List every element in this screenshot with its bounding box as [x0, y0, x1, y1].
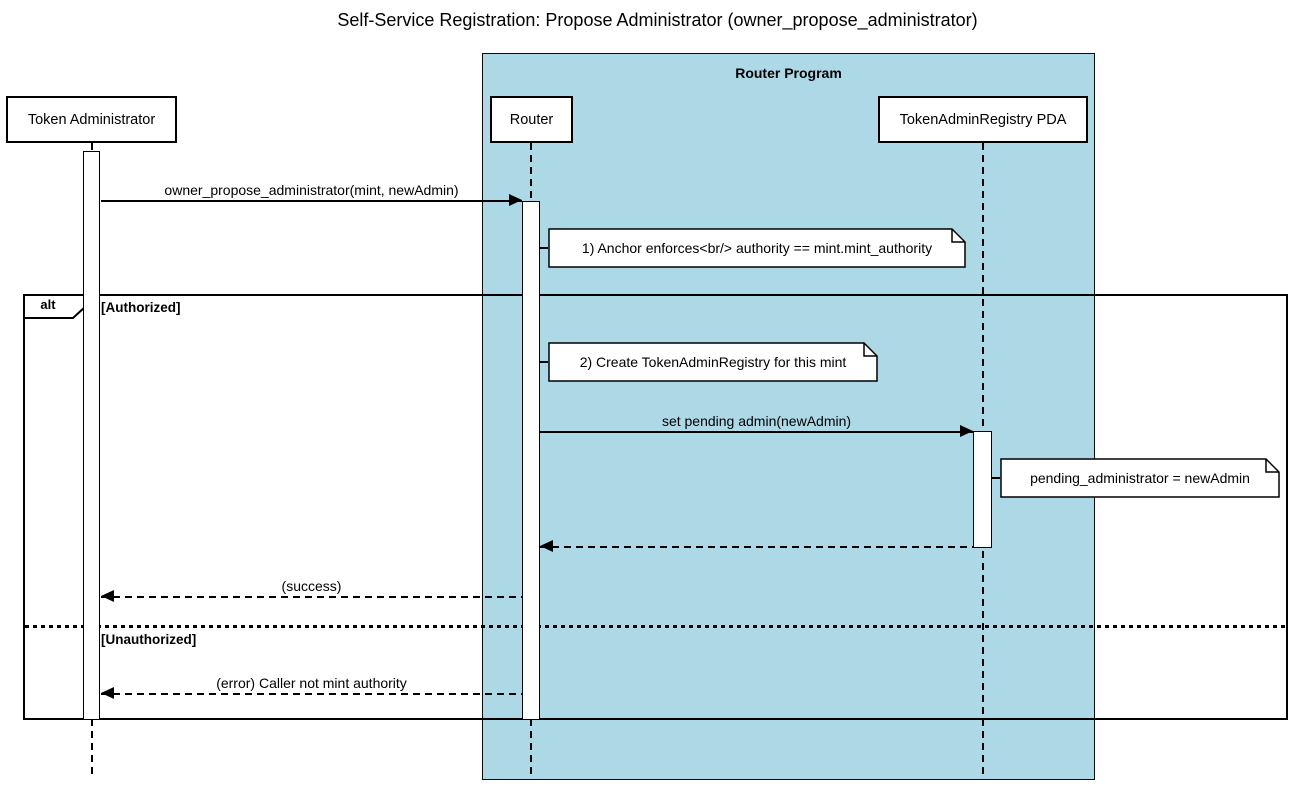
message-success-line: [101, 596, 522, 598]
message-error-label: (error) Caller not mint authority: [216, 675, 407, 691]
activation-router: [522, 201, 540, 720]
alt-operator-box: [23, 294, 89, 325]
diagram-title: Self-Service Registration: Propose Admin…: [337, 10, 978, 30]
arrowhead-icon: [960, 425, 973, 437]
alt-branch-authorized-label: [Authorized]: [101, 300, 181, 315]
note-create-registry-text: 2) Create TokenAdminRegistry for this mi…: [579, 354, 847, 370]
message-set-pending-admin-label: set pending admin(newAdmin): [661, 413, 852, 429]
alt-divider: [25, 625, 1286, 628]
note-anchor-enforces: 1) Anchor enforces<br/> authority == min…: [548, 228, 966, 268]
group-router-program: Router Program: [482, 53, 1095, 780]
participant-token-administrator: Token Administrator: [6, 96, 177, 143]
message-success-label: (success): [281, 578, 342, 594]
activation-token-administrator: [83, 151, 100, 720]
activation-registry-pda: [973, 431, 992, 548]
participant-registry-pda-label: TokenAdminRegistry PDA: [899, 111, 1067, 128]
participant-router: Router: [490, 96, 573, 143]
arrowhead-icon: [101, 590, 114, 602]
participant-router-label: Router: [509, 111, 554, 128]
note-create-registry: 2) Create TokenAdminRegistry for this mi…: [548, 342, 878, 382]
note-anchor-enforces-text: 1) Anchor enforces<br/> authority == min…: [581, 240, 933, 256]
group-router-program-label: Router Program: [735, 65, 842, 81]
note-pending-administrator-text: pending_administrator = newAdmin: [1030, 470, 1250, 486]
message-error-line: [101, 693, 522, 695]
participant-registry-pda: TokenAdminRegistry PDA: [878, 96, 1088, 143]
arrowhead-icon: [509, 194, 522, 206]
arrowhead-icon: [540, 540, 553, 552]
note-3-connector: [992, 477, 1000, 479]
note-shape: [548, 342, 878, 382]
alt-branch-unauthorized-label: [Unauthorized]: [101, 632, 197, 647]
alt-frame: alt [Authorized] [Unauthorized]: [23, 294, 1288, 720]
note-shape: [548, 228, 966, 268]
message-set-pending-admin-line: [540, 431, 973, 433]
participant-token-administrator-label: Token Administrator: [27, 111, 156, 128]
note-2-connector: [540, 361, 548, 363]
note-shape: [1000, 458, 1280, 498]
alt-operator-label: alt: [40, 297, 56, 312]
arrowhead-icon: [101, 687, 114, 699]
note-pending-administrator: pending_administrator = newAdmin: [1000, 458, 1280, 498]
message-owner-propose-label: owner_propose_administrator(mint, newAdm…: [164, 182, 459, 198]
note-1-connector: [540, 247, 548, 249]
message-owner-propose-line: [101, 200, 522, 202]
message-return-line: [540, 546, 973, 548]
